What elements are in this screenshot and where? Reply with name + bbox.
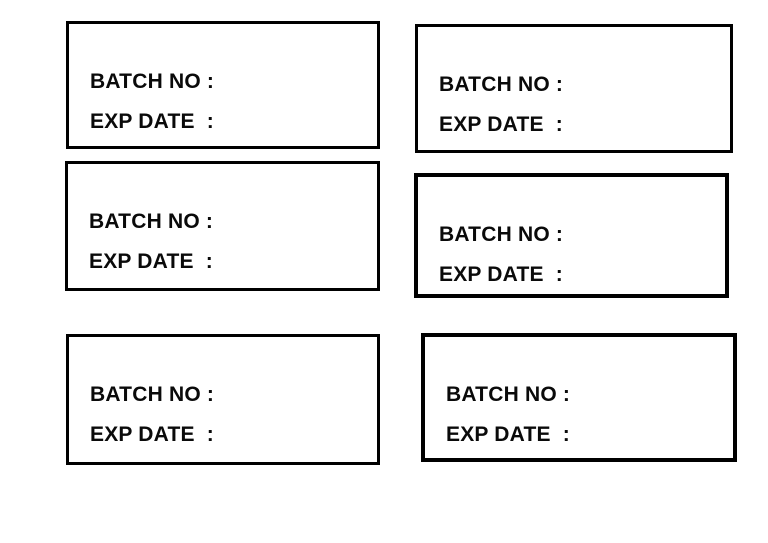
label-box: BATCH NO : EXP DATE : — [421, 333, 737, 462]
batch-no-label: BATCH NO : — [90, 70, 215, 93]
label-text-block: BATCH NO : EXP DATE : — [418, 177, 725, 295]
batch-no-label: BATCH NO : — [439, 73, 564, 96]
exp-date-label: EXP DATE : — [89, 250, 213, 273]
label-text-block: BATCH NO : EXP DATE : — [69, 24, 377, 142]
label-text-block: BATCH NO : EXP DATE : — [425, 337, 733, 455]
label-box: BATCH NO : EXP DATE : — [65, 161, 380, 291]
exp-date-label: EXP DATE : — [90, 423, 214, 446]
batch-no-label: BATCH NO : — [439, 223, 564, 246]
exp-date-label: EXP DATE : — [446, 423, 570, 446]
batch-no-label: BATCH NO : — [89, 210, 214, 233]
label-text-block: BATCH NO : EXP DATE : — [69, 337, 377, 455]
batch-no-label: BATCH NO : — [90, 383, 215, 406]
batch-no-label: BATCH NO : — [446, 383, 571, 406]
label-box: BATCH NO : EXP DATE : — [66, 21, 380, 149]
exp-date-label: EXP DATE : — [439, 263, 563, 286]
label-text-block: BATCH NO : EXP DATE : — [418, 27, 730, 145]
label-box: BATCH NO : EXP DATE : — [414, 173, 729, 298]
exp-date-label: EXP DATE : — [439, 113, 563, 136]
exp-date-label: EXP DATE : — [90, 110, 214, 133]
label-box: BATCH NO : EXP DATE : — [66, 334, 380, 465]
label-text-block: BATCH NO : EXP DATE : — [68, 164, 377, 282]
label-box: BATCH NO : EXP DATE : — [415, 24, 733, 153]
